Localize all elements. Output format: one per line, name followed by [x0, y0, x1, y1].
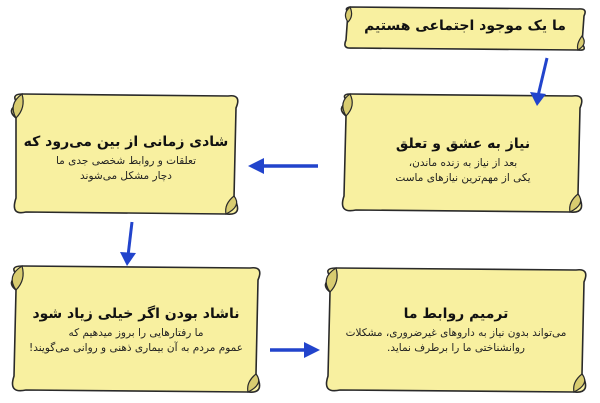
arrow-joy-to-sad	[120, 221, 136, 266]
arrow-need-to-joy	[248, 158, 318, 174]
node-line: بعد از نیاز به زنده ماندن،	[408, 157, 518, 169]
node-line: ما رفتارهایی را بروز میدهیم که	[68, 327, 204, 339]
node-line: عموم مردم به آن بیماری ذهنی و روانی می‌گ…	[29, 342, 243, 354]
node-text: می‌تواند بدون نیاز به داروهای غیرضروری، …	[318, 326, 594, 356]
scroll-shape	[344, 6, 586, 51]
scroll-joy: شادی زمانی از بین می‌رود که تعلقات و روا…	[6, 90, 246, 220]
node-line: می‌تواند بدون نیاز به داروهای غیرضروری، …	[345, 327, 567, 339]
node-text: ما رفتارهایی را بروز میدهیم که عموم مردم…	[4, 326, 268, 356]
node-line: دچار مشکل می‌شوند	[80, 170, 172, 182]
node-title: ترمیم روابط ما	[403, 306, 509, 322]
arrow-top-to-need	[530, 57, 549, 106]
scroll-shape	[10, 265, 261, 393]
scroll-repair: ترمیم روابط ما می‌تواند بدون نیاز به دار…	[318, 264, 594, 398]
node-line: یکی از مهم‌ترین نیازهای ماست	[395, 172, 531, 184]
arrow-sad-to-repair	[270, 342, 320, 358]
node-line: روانشناختی ما را برطرف نماید.	[386, 342, 525, 354]
node-title: نیاز به عشق و تعلق	[395, 136, 531, 152]
scroll-shape	[340, 93, 583, 213]
scroll-shape	[10, 93, 239, 215]
node-text: تعلقات و روابط شخصی جدی ما دچار مشکل می‌…	[6, 154, 246, 184]
scroll-sad: ناشاد بودن اگر خیلی زیاد شود ما رفتارهای…	[4, 262, 268, 398]
node-text: بعد از نیاز به زنده ماندن، یکی از مهم‌تر…	[334, 156, 592, 186]
scroll-need: نیاز به عشق و تعلق بعد از نیاز به زنده م…	[334, 90, 592, 218]
node-title: ناشاد بودن اگر خیلی زیاد شود	[32, 306, 240, 322]
node-line: تعلقات و روابط شخصی جدی ما	[55, 155, 197, 167]
scroll-shape	[324, 267, 587, 393]
node-title: شادی زمانی از بین می‌رود که	[23, 134, 229, 150]
node-title: ما یک موجود اجتماعی هستیم	[364, 18, 566, 34]
scroll-top: ما یک موجود اجتماعی هستیم	[338, 4, 592, 54]
